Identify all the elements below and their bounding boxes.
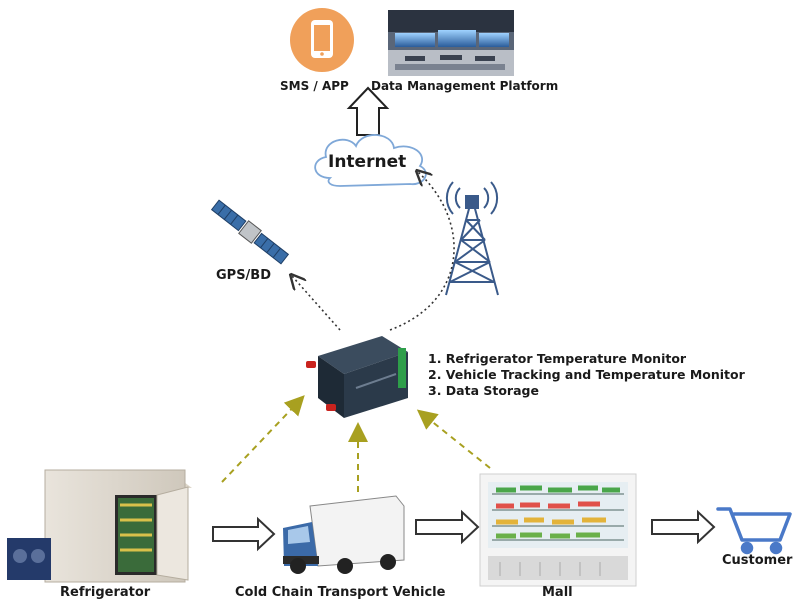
arrow-refrigerator-to-vehicle (212, 516, 276, 552)
feature-item: 1. Refrigerator Temperature Monitor (428, 351, 687, 366)
feature-item: 2. Vehicle Tracking and Temperature Moni… (428, 367, 745, 382)
arrow-vehicle-to-mall (415, 509, 480, 545)
feature-item: 3. Data Storage (428, 383, 539, 398)
router-device-image (306, 336, 408, 418)
data-platform-label: Data Management Platform (371, 79, 559, 93)
truck-image (283, 495, 405, 574)
gps-label: GPS/BD (216, 268, 272, 283)
internet-label: Internet (328, 152, 407, 172)
vehicle-label: Cold Chain Transport Vehicle (235, 585, 446, 600)
shopping-cart-icon (716, 507, 792, 555)
control-room-image (388, 10, 514, 76)
cell-tower-icon (445, 181, 499, 296)
cloud-icon (314, 134, 427, 187)
internet-to-platform-arrow (346, 86, 390, 136)
refrigerator-to-device-link (221, 395, 305, 483)
arrow-mall-to-customer (651, 509, 716, 545)
sms-app-label: SMS / APP (280, 79, 349, 93)
mall-label: Mall (542, 585, 573, 600)
phone-icon (290, 8, 354, 72)
refrigerator-label: Refrigerator (60, 585, 151, 600)
device-to-gps-link (292, 276, 341, 331)
customer-label: Customer (722, 553, 793, 568)
mall-to-device-link (416, 409, 491, 469)
device-to-internet-link (389, 172, 455, 331)
flow-arrows (212, 509, 716, 552)
refrigerator-image (7, 469, 192, 583)
satellite-icon (210, 199, 290, 265)
mall-display-image (479, 473, 637, 587)
feature-list: 1. Refrigerator Temperature Monitor 2. V… (428, 351, 745, 399)
